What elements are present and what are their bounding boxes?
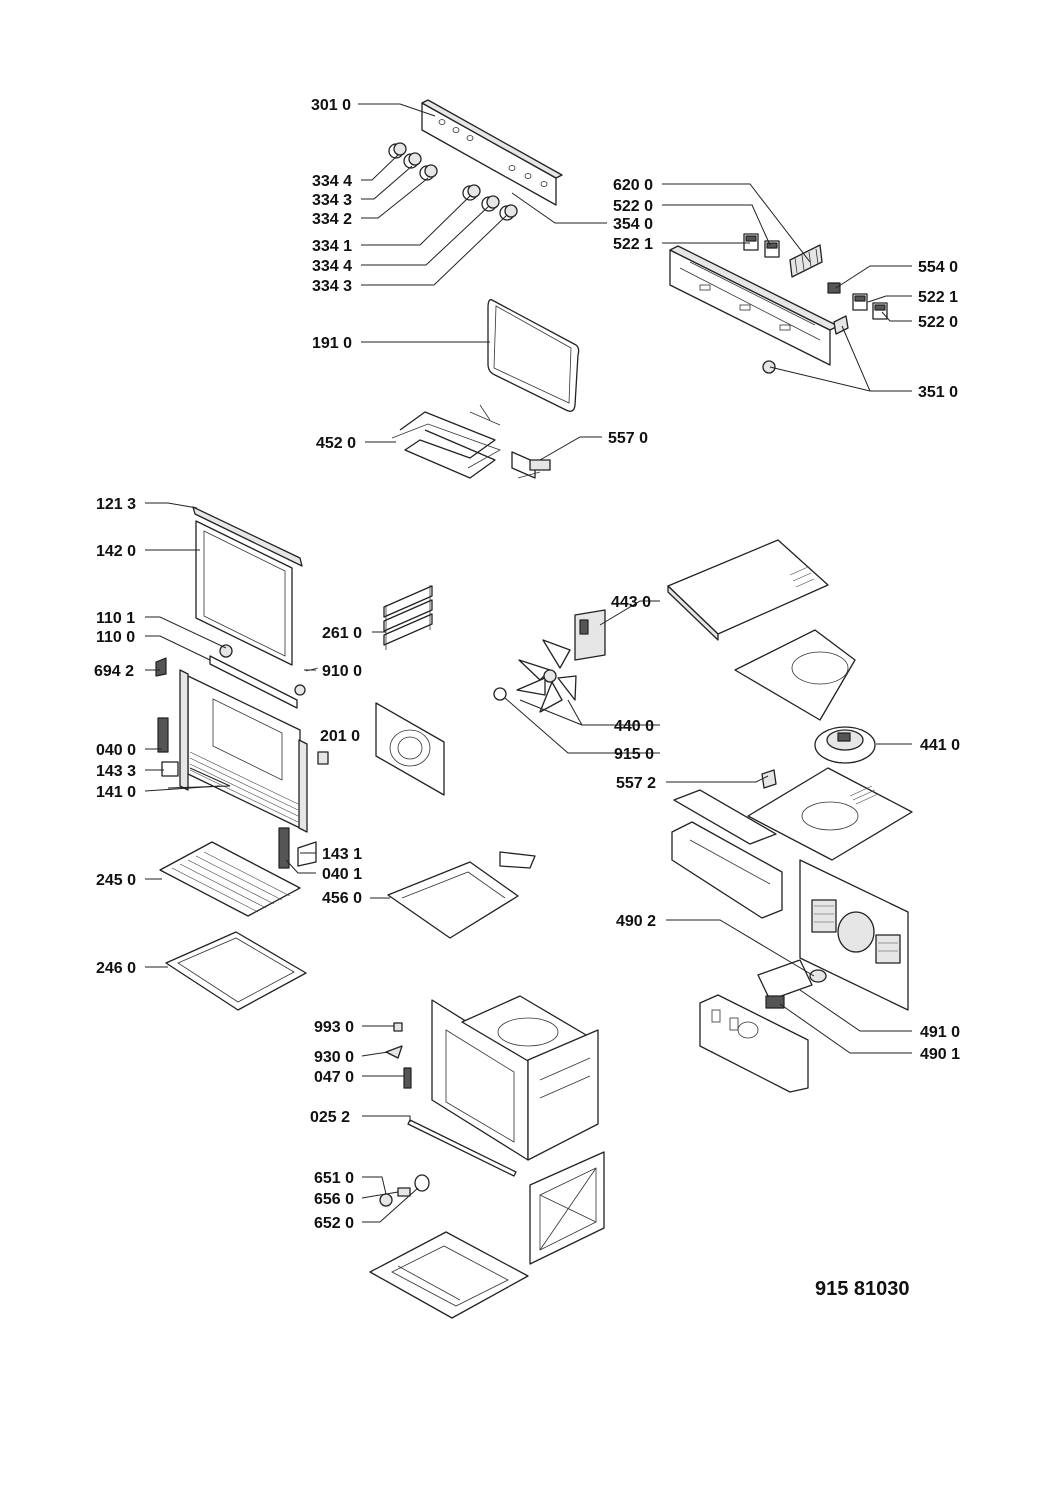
label-121-3: 121 3 xyxy=(96,496,136,513)
side-rack-261 xyxy=(383,585,433,650)
label-201-0: 201 0 xyxy=(320,728,360,745)
label-522-0-b: 522 0 xyxy=(918,314,958,331)
oven-cavity-025 xyxy=(407,995,599,1177)
back-wall-panel xyxy=(799,859,909,1011)
label-915-0: 915 0 xyxy=(614,746,654,763)
label-456-0: 456 0 xyxy=(322,890,362,907)
label-620-0: 620 0 xyxy=(613,177,653,194)
label-522-0-a: 522 0 xyxy=(613,198,653,215)
label-652-0: 652 0 xyxy=(314,1215,354,1232)
switches-522-top xyxy=(743,233,780,258)
label-557-0: 557 0 xyxy=(608,430,648,447)
leader-lines xyxy=(144,103,912,1223)
circular-element-441 xyxy=(814,726,876,764)
label-351-0: 351 0 xyxy=(918,384,958,401)
terminal-block-490-491 xyxy=(757,959,827,1009)
label-261-0: 261 0 xyxy=(322,625,362,642)
fan-cover-201 xyxy=(317,702,445,796)
document-number: 915 81030 xyxy=(815,1278,910,1300)
label-110-0: 110 0 xyxy=(96,629,135,646)
lamp-assembly-651-656-652 xyxy=(379,1174,430,1207)
label-441-0: 441 0 xyxy=(920,737,960,754)
fan-blades xyxy=(516,639,577,713)
label-334-1: 334 1 xyxy=(312,238,352,255)
terminal-block-620 xyxy=(789,244,823,278)
label-554-0: 554 0 xyxy=(918,259,958,276)
label-334-2: 334 2 xyxy=(312,211,352,228)
part-labels: 301 0 334 4 334 3 334 2 334 1 334 4 334 … xyxy=(94,97,960,1300)
door-components-110 xyxy=(209,644,306,709)
small-parts-993-930-047 xyxy=(385,1022,412,1089)
door-side-rails xyxy=(179,669,308,833)
label-143-1: 143 1 xyxy=(322,846,362,863)
label-522-1-a: 522 1 xyxy=(613,236,653,253)
label-522-1-b: 522 1 xyxy=(918,289,958,306)
label-993-0: 993 0 xyxy=(314,1019,354,1036)
label-491-0: 491 0 xyxy=(920,1024,960,1041)
label-443-0: 443 0 xyxy=(611,594,651,611)
label-490-1: 490 1 xyxy=(920,1046,960,1063)
label-040-0: 040 0 xyxy=(96,742,136,759)
thermostat-557 xyxy=(511,451,551,479)
label-334-4-a: 334 4 xyxy=(312,173,352,190)
label-334-3-b: 334 3 xyxy=(312,278,352,295)
control-panel-fascia xyxy=(421,99,563,206)
fan-motor-440 xyxy=(493,609,606,713)
label-143-3: 143 3 xyxy=(96,763,136,780)
control-bracket xyxy=(669,245,839,366)
label-656-0: 656 0 xyxy=(314,1191,354,1208)
label-334-3-a: 334 3 xyxy=(312,192,352,209)
bottom-panel xyxy=(369,1231,529,1319)
label-354-0: 354 0 xyxy=(613,216,653,233)
fan-shroud xyxy=(734,629,856,721)
label-301-0: 301 0 xyxy=(311,97,351,114)
switches-522-right xyxy=(762,282,888,374)
label-557-2: 557 2 xyxy=(616,775,656,792)
hinges-040 xyxy=(155,657,319,869)
label-490-2: 490 2 xyxy=(616,913,656,930)
lower-element-456 xyxy=(387,851,536,939)
label-245-0: 245 0 xyxy=(96,872,136,889)
baking-tray-246 xyxy=(165,931,307,1011)
grill-element-452 xyxy=(391,404,501,479)
knobs-group-left xyxy=(388,142,438,181)
label-142-0: 142 0 xyxy=(96,543,136,560)
label-025-2: 025 2 xyxy=(310,1109,350,1126)
label-910-0: 910 0 xyxy=(322,663,362,680)
label-110-1: 110 1 xyxy=(96,610,135,627)
knobs-group-right xyxy=(462,184,518,221)
label-440-0: 440 0 xyxy=(614,718,654,735)
label-141-0: 141 0 xyxy=(96,784,136,801)
top-cover-443 xyxy=(667,539,829,641)
label-246-0: 246 0 xyxy=(96,960,136,977)
label-930-0: 930 0 xyxy=(314,1049,354,1066)
rear-panel-plate xyxy=(747,767,913,861)
label-694-2: 694 2 xyxy=(94,663,134,680)
label-191-0: 191 0 xyxy=(312,335,352,352)
outer-glass-142 xyxy=(195,520,293,666)
door-top-trim-121 xyxy=(192,506,303,567)
label-452-0: 452 0 xyxy=(316,435,356,452)
label-651-0: 651 0 xyxy=(314,1170,354,1187)
rear-bracket xyxy=(529,1151,605,1265)
door-gasket-191 xyxy=(487,299,580,412)
cooling-duct xyxy=(671,789,783,919)
electronics-board xyxy=(699,994,809,1093)
label-334-4-b: 334 4 xyxy=(312,258,352,275)
label-047-0: 047 0 xyxy=(314,1069,354,1086)
oven-rack-245 xyxy=(159,841,301,917)
label-040-1: 040 1 xyxy=(322,866,362,883)
